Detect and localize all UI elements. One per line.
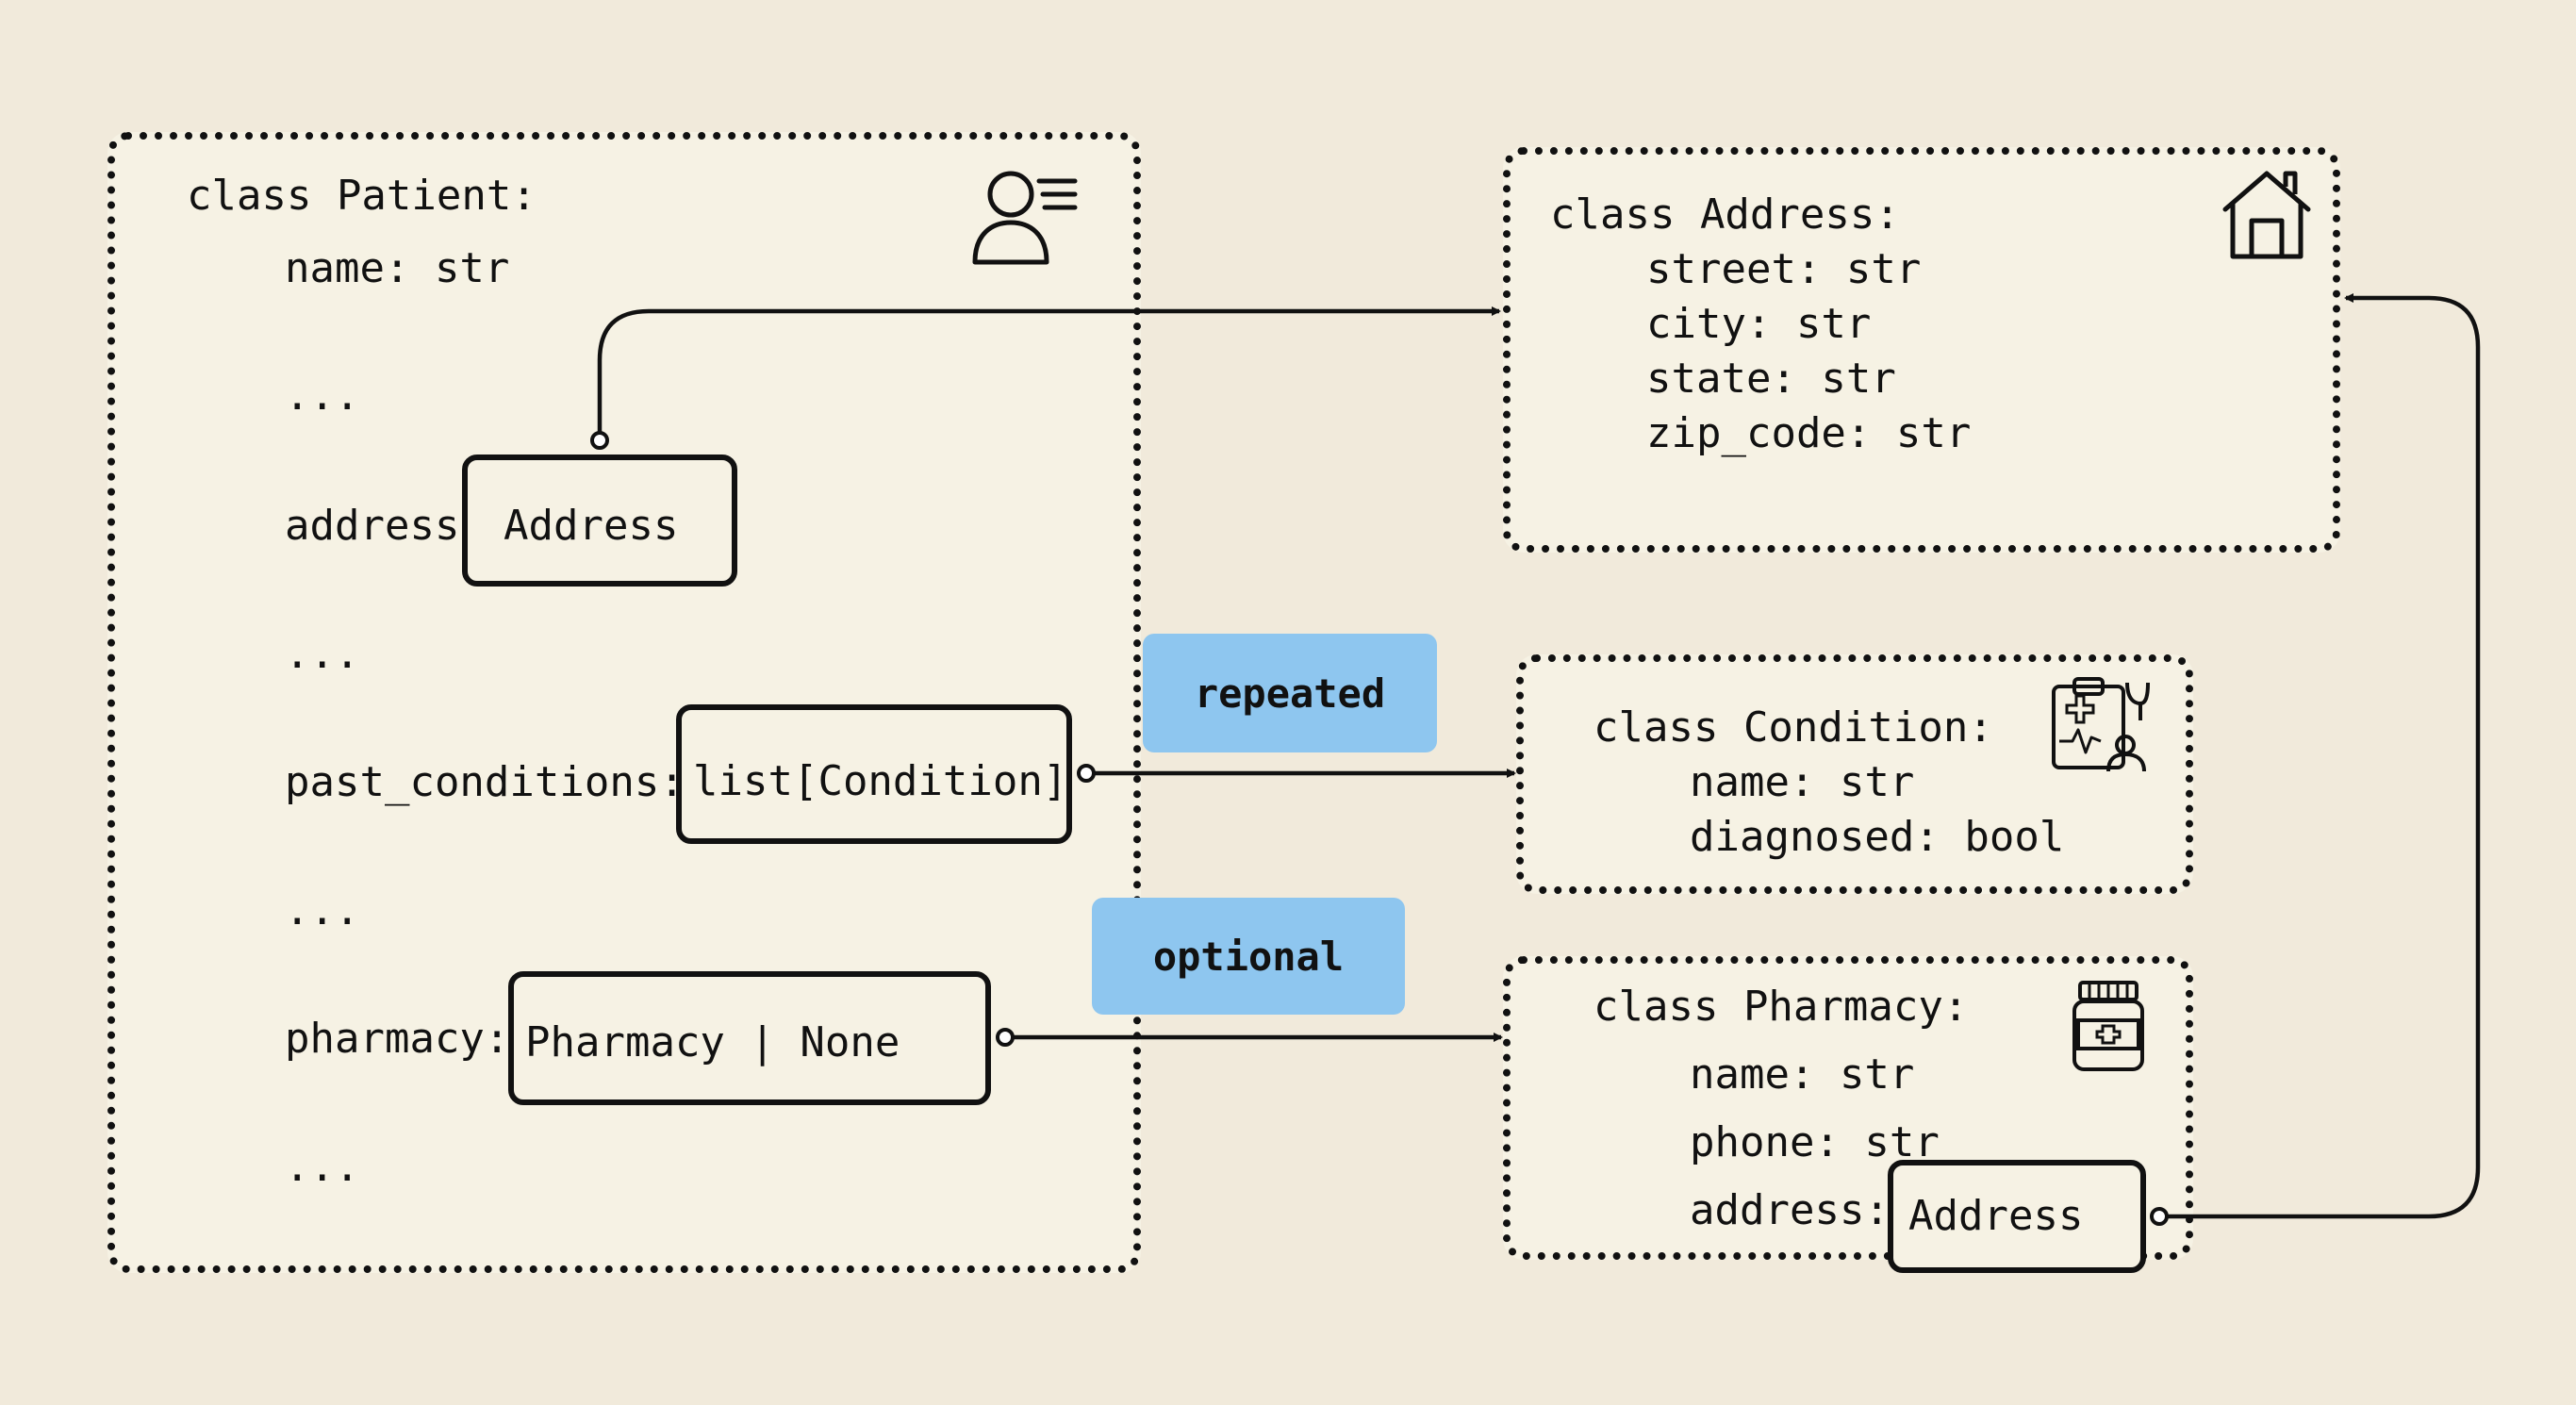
house-icon (2222, 171, 2311, 259)
address-class-title: class Address: (1550, 190, 1900, 239)
patient-field-pharmacy-label: pharmacy: (285, 1015, 510, 1063)
patient-past-conditions-type-box: list[Condition] (676, 704, 1072, 844)
pharmacy-address-type: Address (1908, 1192, 2084, 1240)
condition-field-diagnosed: diagnosed: bool (1690, 813, 2065, 861)
patient-class-title: class Patient: (187, 172, 537, 220)
patient-pharmacy-type: Pharmacy | None (525, 1018, 900, 1066)
repeated-tag: repeated (1143, 634, 1437, 752)
patient-field-name: name: str (285, 244, 510, 292)
patient-ellipsis-4: ... (285, 1143, 360, 1191)
patient-address-type: Address (504, 502, 679, 550)
address-field-city: city: str (1646, 300, 1872, 348)
patient-pharmacy-type-box: Pharmacy | None (508, 971, 991, 1105)
patient-address-type-box: Address (462, 455, 737, 587)
patient-ellipsis-2: ... (285, 630, 360, 678)
address-field-zip-code: zip_code: str (1646, 409, 1972, 457)
patient-field-past-conditions-label: past_conditions: (285, 758, 685, 806)
pharmacy-field-name: name: str (1690, 1050, 1915, 1099)
patient-ellipsis-1: ... (285, 372, 360, 420)
pharmacy-class-title: class Pharmacy: (1593, 983, 1969, 1031)
medicine-bottle-icon (2072, 981, 2144, 1071)
address-field-state: state: str (1646, 355, 1896, 403)
patient-profile-icon (972, 171, 1078, 265)
condition-field-name: name: str (1690, 758, 1915, 806)
pharmacy-address-type-box: Address (1888, 1160, 2146, 1273)
optional-tag: optional (1092, 898, 1405, 1015)
medical-clipboard-icon (2052, 677, 2150, 772)
pharmacy-field-phone: phone: str (1690, 1118, 1940, 1166)
pharmacy-field-address-label: address: (1690, 1186, 1890, 1234)
patient-ellipsis-3: ... (285, 886, 360, 934)
patient-field-address-label: address: (285, 502, 485, 550)
patient-past-conditions-type: list[Condition] (693, 757, 1068, 805)
address-field-street: street: str (1646, 245, 1922, 293)
condition-class-title: class Condition: (1593, 703, 1993, 752)
